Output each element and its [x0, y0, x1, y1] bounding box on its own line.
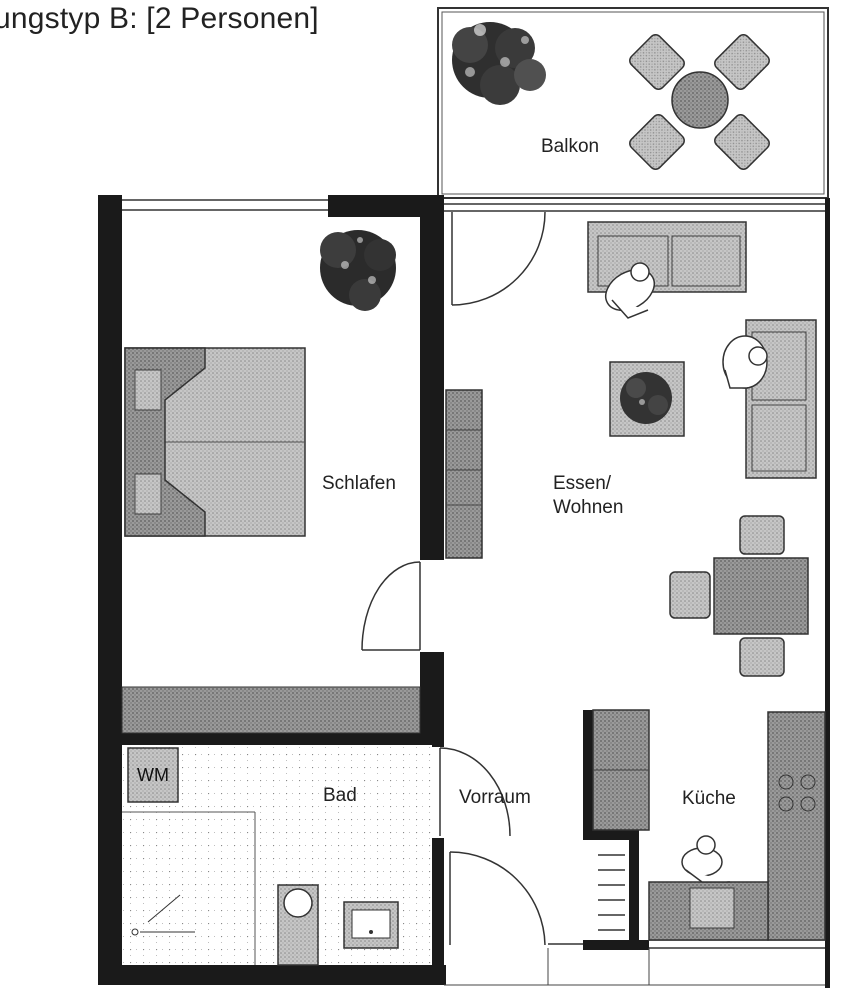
bed	[124, 347, 306, 537]
sofa-top	[587, 221, 747, 293]
shelf	[445, 389, 483, 559]
washing-machine-label: WM	[137, 765, 169, 785]
room-label-bad: Bad	[323, 785, 357, 806]
balcony-plant	[452, 22, 546, 105]
kitchen-counter-right	[767, 711, 826, 941]
walls	[98, 195, 830, 988]
room-label-essen: Essen/	[553, 473, 612, 494]
coffee-table-plant	[609, 361, 685, 437]
person-sitting-2	[722, 335, 768, 389]
sofa-right	[745, 319, 817, 479]
bedroom-plant	[320, 230, 396, 311]
doors	[361, 211, 546, 946]
apartment-type-heading: ungstyp B: [2 Personen]	[0, 2, 319, 35]
wardrobe	[121, 686, 421, 734]
kitchen-counter-bottom	[648, 881, 769, 941]
windows	[122, 199, 825, 949]
kitchen-counter-left	[592, 709, 650, 831]
room-label-schlafen: Schlafen	[322, 473, 396, 494]
room-label-kueche: Küche	[682, 788, 736, 809]
room-label-wohnen: Wohnen	[553, 497, 624, 518]
kitchen-shelf-lines	[598, 854, 625, 931]
balcony	[437, 7, 829, 199]
room-outlines	[444, 948, 825, 986]
balcony-table	[671, 71, 729, 129]
balcony-chairs	[629, 34, 770, 170]
room-label-vorraum: Vorraum	[459, 787, 531, 808]
person-cooking	[681, 835, 730, 883]
person-sitting-1	[605, 262, 655, 319]
dining-chairs	[669, 515, 785, 677]
sink	[343, 901, 399, 949]
toilet	[277, 884, 319, 966]
dining-table	[713, 557, 809, 635]
room-label-balkon: Balkon	[541, 136, 600, 157]
washing-machine	[127, 747, 179, 803]
shower	[131, 894, 195, 936]
